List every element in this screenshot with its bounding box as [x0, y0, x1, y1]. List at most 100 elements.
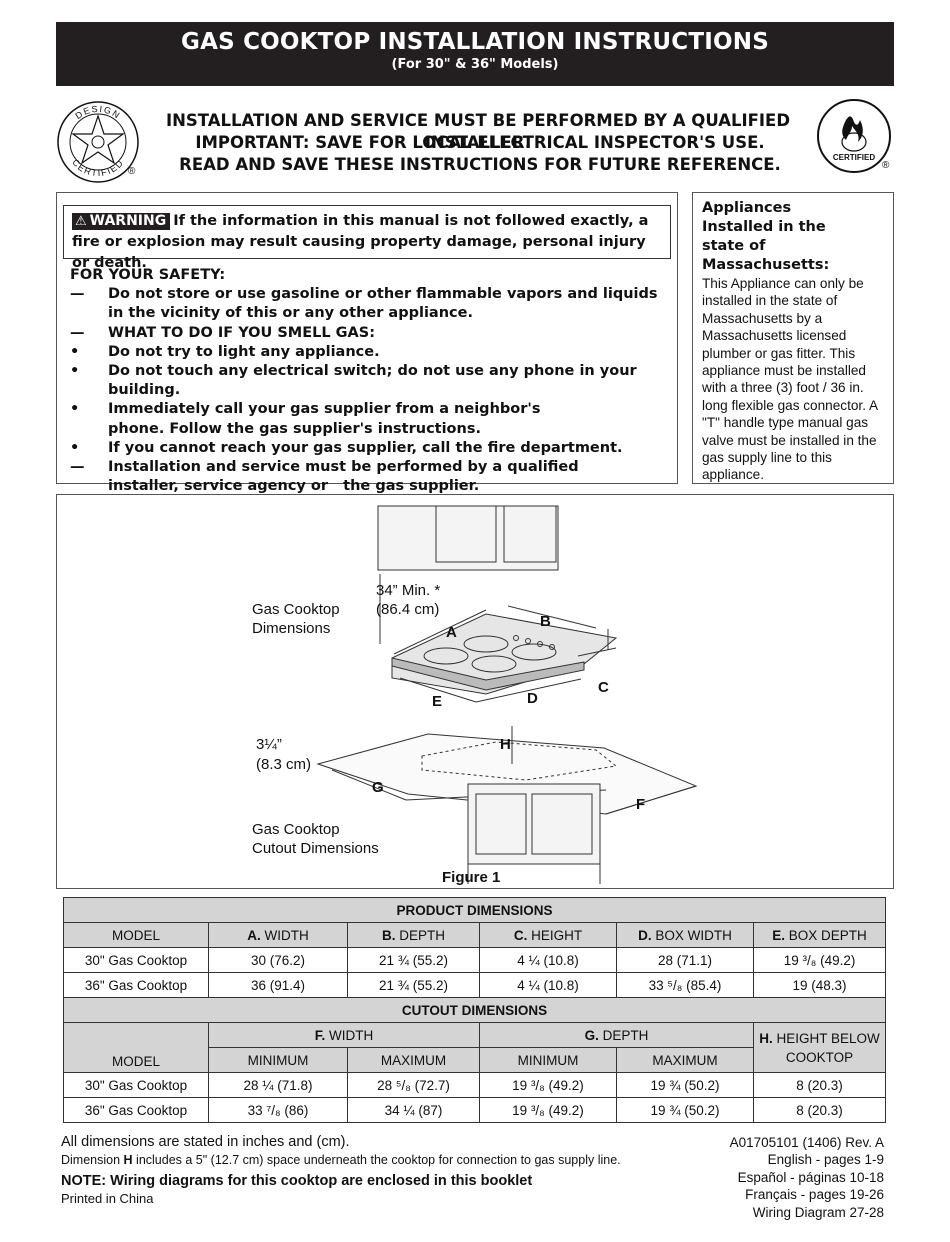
table-cell: 19 ¾ (50.2) — [616, 1097, 754, 1123]
table-cell: 28 ⁵/₈ (72.7) — [347, 1072, 480, 1098]
table-row: 36" Gas Cooktop 36 (91.4) 21 ¾ (55.2) 4 … — [63, 972, 887, 998]
table-cell: 30" Gas Cooktop — [63, 947, 209, 973]
dim-letter-c: C — [598, 679, 609, 696]
table-cell: 19 ³/₈ (49.2) — [479, 1097, 617, 1123]
table-cell: 21 ¾ (55.2) — [347, 947, 480, 973]
table-row: PRODUCT DIMENSIONS — [62, 897, 887, 923]
table-cell: 4 ¼ (10.8) — [479, 972, 617, 998]
page-title: GAS COOKTOP INSTALLATION INSTRUCTIONS — [181, 29, 769, 55]
column-header: MODEL — [63, 1022, 209, 1073]
column-header: MAXIMUM — [347, 1047, 480, 1073]
cooktop-dimension-illustration: 34” Min. * (86.4 cm) Gas Cooktop Dimensi… — [252, 505, 698, 886]
massachusetts-title: Appliances Installed in the state of Mas… — [702, 200, 830, 273]
table-cell: 19 ³/₈ (49.2) — [752, 947, 887, 973]
dim-letter-d: D — [527, 690, 538, 707]
csa-certified-logo: CERTIFIED — [817, 99, 891, 173]
logo-text-bottom: CERTIFIED — [70, 157, 124, 178]
depth-note-2: (8.3 cm) — [256, 756, 311, 773]
column-header: C. HEIGHT — [479, 922, 617, 948]
dim-letter-f: F — [636, 796, 645, 813]
safety-item: •Immediately call your gas supplier from… — [70, 401, 541, 437]
massachusetts-text: This Appliance can only be installed in … — [702, 276, 878, 483]
table-cell: 4 ¼ (10.8) — [479, 947, 617, 973]
dim-letter-e: E — [432, 693, 442, 710]
notice-read-and-save: READ AND SAVE THESE INSTRUCTIONS FOR FUT… — [179, 155, 781, 174]
warning-triangle-icon: ⚠ — [75, 214, 87, 229]
safety-heading: FOR YOUR SAFETY: — [70, 267, 226, 283]
cutout-label-2: Cutout Dimensions — [252, 840, 379, 857]
column-header: G. DEPTH — [479, 1022, 754, 1048]
registered-mark-left: ® — [128, 166, 136, 177]
dims-label-2: Dimensions — [252, 620, 330, 637]
table-cell: 33 ⁷/₈ (86) — [208, 1097, 348, 1123]
table-row: MODEL A. WIDTH B. DEPTH C. HEIGHT D. BOX… — [63, 922, 887, 948]
product-table-title: PRODUCT DIMENSIONS — [62, 897, 887, 923]
cutout-label-1: Gas Cooktop — [252, 821, 340, 838]
notice-qualified-installer: INSTALLATION AND SERVICE MUST BE PERFORM… — [165, 111, 791, 152]
footer-printed: Printed in China — [61, 1191, 154, 1206]
safety-item: —Installation and service must be perfor… — [70, 459, 584, 495]
table-cell: 36 (91.4) — [208, 972, 348, 998]
table-cell: 19 (48.3) — [752, 972, 887, 998]
document-number: A01705101 (1406) Rev. A — [729, 1135, 884, 1150]
warning-label: ⚠WARNING — [72, 213, 171, 230]
column-header: MINIMUM — [208, 1047, 348, 1073]
table-cell: 33 ⁵/₈ (85.4) — [616, 972, 754, 998]
table-row: 30" Gas Cooktop 28 ¼ (71.8) 28 ⁵/₈ (72.7… — [63, 1072, 887, 1098]
footer-wiring-note: NOTE: Wiring diagrams for this cooktop a… — [61, 1173, 533, 1189]
table-row: 30" Gas Cooktop 30 (76.2) 21 ¾ (55.2) 4 … — [63, 947, 887, 973]
table-cell: 30 (76.2) — [208, 947, 348, 973]
product-dimensions-table: PRODUCT DIMENSIONS MODEL A. WIDTH B. DEP… — [62, 897, 887, 1123]
table-cell: 30" Gas Cooktop — [63, 1072, 209, 1098]
clearance-text-1: 34” Min. * — [376, 582, 440, 599]
design-certified-logo: DESIGN CERTIFIED — [57, 101, 139, 183]
dim-letter-a: A — [446, 624, 457, 641]
figure-box — [56, 494, 894, 889]
table-cell: 8 (20.3) — [752, 1072, 887, 1098]
column-header: B. DEPTH — [347, 922, 480, 948]
table-cell: 8 (20.3) — [752, 1097, 887, 1123]
safety-instructions: FOR YOUR SAFETY: —Do not store or use ga… — [70, 266, 670, 496]
page-header: GAS COOKTOP INSTALLATION INSTRUCTIONS (F… — [56, 22, 894, 86]
dim-letter-g: G — [372, 779, 384, 796]
dimensions-tables: PRODUCT DIMENSIONS MODEL A. WIDTH B. DEP… — [62, 897, 887, 1123]
column-header: MODEL — [63, 922, 209, 948]
dim-letter-h: H — [500, 736, 511, 753]
column-header: F. WIDTH — [208, 1022, 480, 1048]
clearance-text-2: (86.4 cm) — [376, 601, 439, 618]
column-header: H. HEIGHT BELOW COOKTOP — [752, 1022, 887, 1073]
registered-mark-right: ® — [882, 160, 890, 171]
column-header: A. WIDTH — [208, 922, 348, 948]
footer-units-note: All dimensions are stated in inches and … — [61, 1134, 350, 1150]
language-spanish: Español - páginas 10-18 — [737, 1169, 884, 1185]
safety-item: —WHAT TO DO IF YOU SMELL GAS: — [70, 324, 375, 341]
safety-item: •If you cannot reach your gas supplier, … — [70, 439, 623, 456]
safety-warning-box — [56, 192, 678, 484]
table-row: MODEL F. WIDTH G. DEPTH H. HEIGHT BELOW … — [63, 1022, 887, 1073]
svg-text:CERTIFIED: CERTIFIED — [70, 157, 126, 178]
table-cell: 21 ¾ (55.2) — [347, 972, 480, 998]
language-french: Français - pages 19-26 — [745, 1187, 884, 1203]
warning-text: If the information in this manual is not… — [72, 213, 649, 271]
logo-right-text: CERTIFIED — [833, 153, 875, 162]
table-row: CUTOUT DIMENSIONS — [62, 997, 887, 1023]
table-cell: 36" Gas Cooktop — [63, 1097, 209, 1123]
table-row: 36" Gas Cooktop 33 ⁷/₈ (86) 34 ¼ (87) 19… — [63, 1097, 887, 1123]
figure-caption: Figure 1 — [442, 869, 500, 886]
column-header: MINIMUM — [479, 1047, 617, 1073]
footer-document-info: A01705101 (1406) Rev. A English - pages … — [730, 1134, 884, 1221]
footer-dimension-note: Dimension H includes a 5" (12.7 cm) spac… — [61, 1153, 621, 1167]
column-header: MAXIMUM — [616, 1047, 754, 1073]
page-subtitle: (For 30" & 36" Models) — [391, 57, 559, 72]
table-cell: 34 ¼ (87) — [347, 1097, 480, 1123]
cutout-table-title: CUTOUT DIMENSIONS — [62, 997, 887, 1023]
table-cell: 28 (71.1) — [616, 947, 754, 973]
massachusetts-box: Appliances Installed in the state of Mas… — [692, 192, 894, 484]
table-cell: 36" Gas Cooktop — [63, 972, 209, 998]
dim-letter-b: B — [540, 613, 551, 630]
dims-label-1: Gas Cooktop — [252, 601, 340, 618]
column-header: E. BOX DEPTH — [752, 922, 887, 948]
language-wiring: Wiring Diagram 27-28 — [752, 1204, 884, 1220]
column-header: D. BOX WIDTH — [616, 922, 754, 948]
